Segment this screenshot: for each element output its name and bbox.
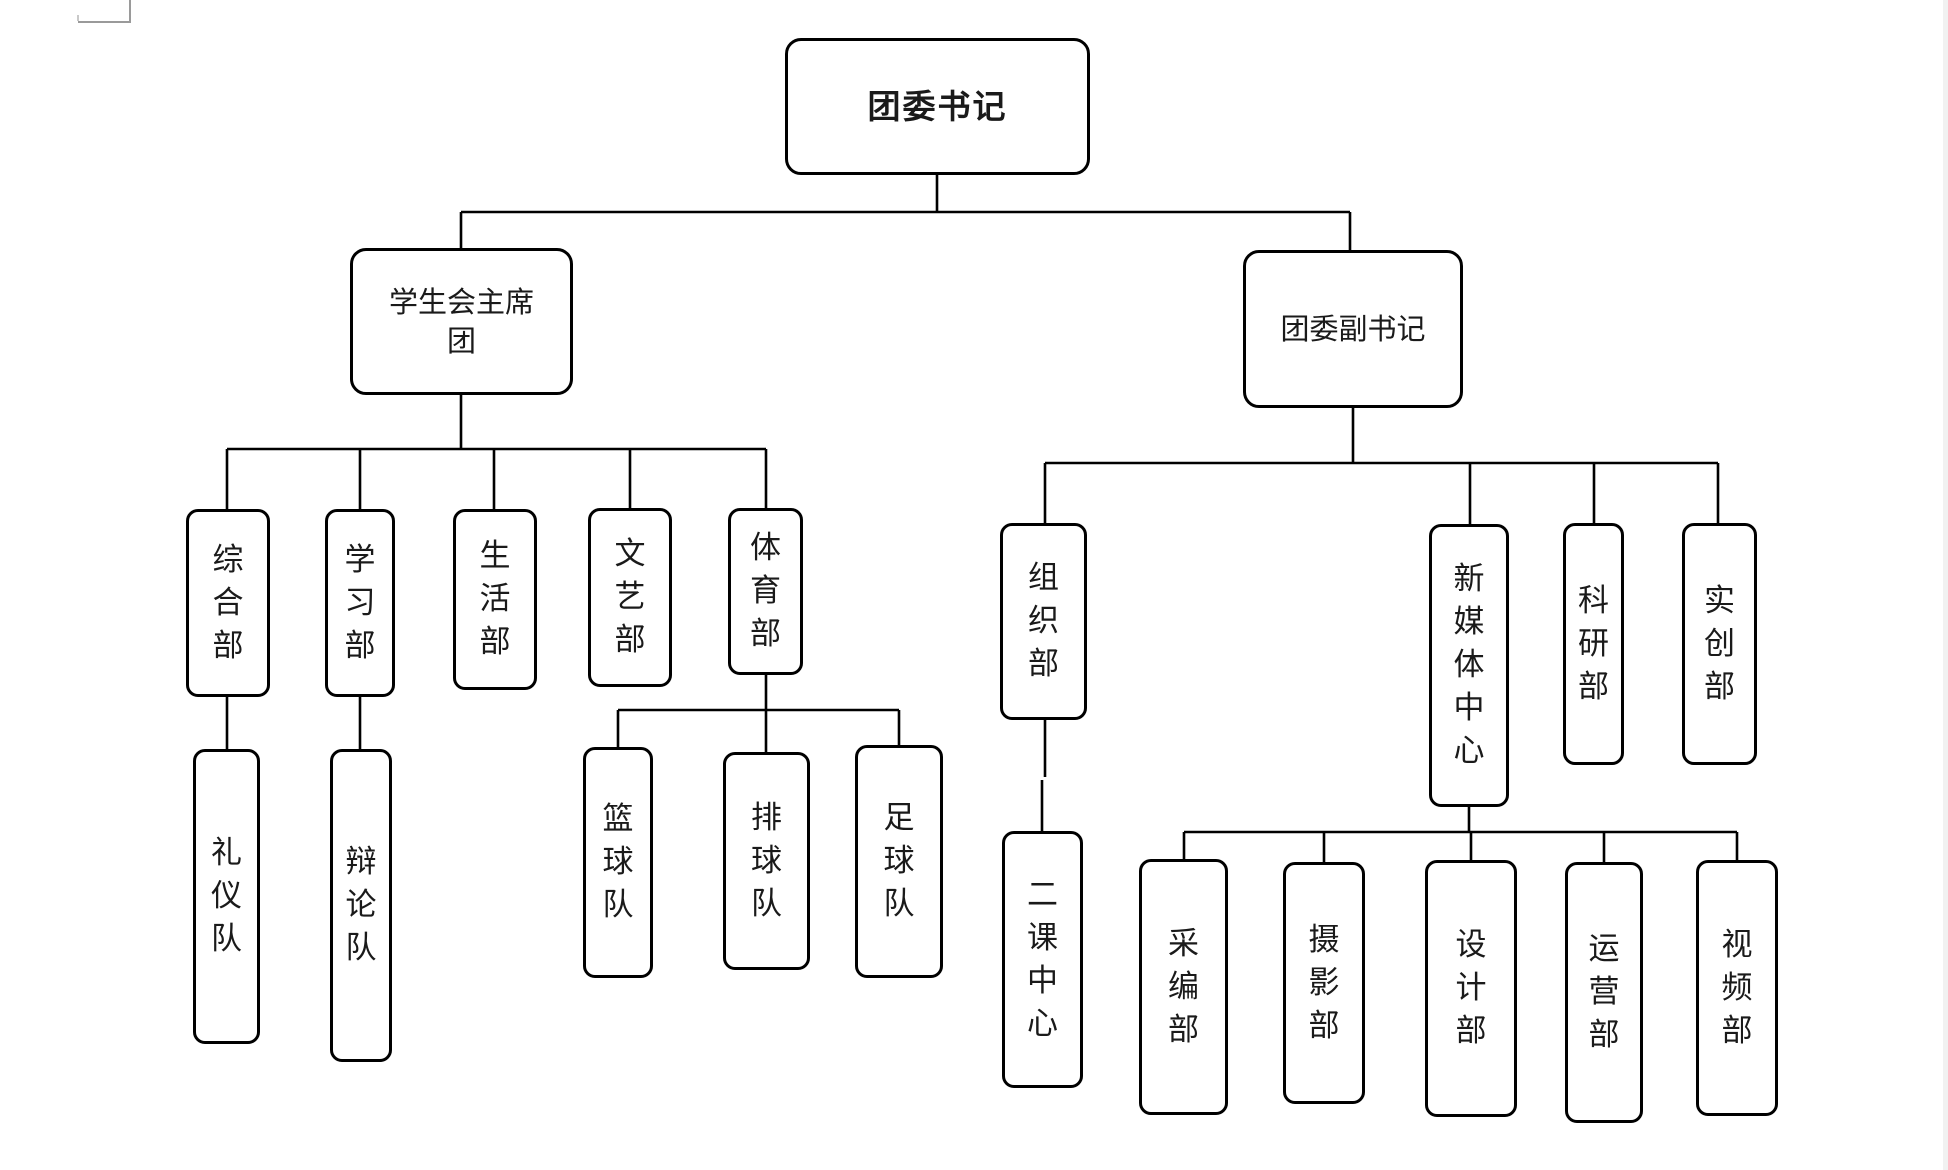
org-node-label: 辩论队 [345,844,377,966]
org-node-label: 摄影部 [1308,921,1340,1044]
org-node-label: 科研部 [1577,582,1609,705]
org-node-second-class-center[interactable]: 二课中心 [1002,831,1083,1088]
page-corner-artifact [78,0,131,23]
org-node-label: 学生会主席团 [388,284,534,358]
org-node-study-dept[interactable]: 学习部 [325,509,395,697]
org-node-operations-dept[interactable]: 运营部 [1565,862,1643,1123]
org-node-label: 综合部 [212,541,244,664]
org-node-deputy-secretary[interactable]: 团委副书记 [1243,250,1463,408]
org-node-label: 排球队 [750,799,782,922]
org-node-life-dept[interactable]: 生活部 [453,509,537,690]
org-node-volleyball-team[interactable]: 排球队 [723,752,810,970]
page-corner-tick [77,15,79,21]
org-node-label: 视频部 [1721,926,1753,1049]
org-node-label: 团委副书记 [1280,311,1426,346]
org-node-new-media-center[interactable]: 新媒体中心 [1429,524,1509,807]
org-node-label: 二课中心 [1026,876,1058,1042]
org-node-student-union[interactable]: 学生会主席团 [350,248,573,395]
page-edge-shadow [1943,0,1948,1170]
org-node-general-dept[interactable]: 综合部 [186,509,270,697]
org-node-design-dept[interactable]: 设计部 [1425,860,1517,1117]
org-node-football-team[interactable]: 足球队 [855,745,943,978]
org-node-label: 篮球队 [602,801,634,923]
org-node-organization-dept[interactable]: 组织部 [1000,523,1087,720]
org-node-label: 体育部 [749,530,781,652]
org-node-secretary[interactable]: 团委书记 [785,38,1090,175]
org-node-etiquette-team[interactable]: 礼仪队 [193,749,260,1044]
org-node-editing-dept[interactable]: 采编部 [1139,859,1228,1115]
org-node-label: 足球队 [883,800,915,922]
org-node-label: 生活部 [479,538,511,660]
org-node-label: 礼仪队 [210,835,242,957]
org-node-label: 学习部 [344,541,376,664]
org-node-label: 团委书记 [867,87,1008,126]
org-node-basketball-team[interactable]: 篮球队 [583,747,653,978]
org-node-label: 采编部 [1167,925,1199,1048]
org-node-arts-dept[interactable]: 文艺部 [588,508,672,687]
org-node-label: 实创部 [1703,582,1735,705]
org-node-label: 运营部 [1588,931,1620,1053]
org-node-video-dept[interactable]: 视频部 [1696,860,1778,1116]
org-node-label: 组织部 [1027,560,1059,682]
org-node-innovation-dept[interactable]: 实创部 [1682,523,1757,765]
org-node-label: 设计部 [1455,927,1487,1049]
org-node-research-dept[interactable]: 科研部 [1563,523,1624,765]
org-node-sports-dept[interactable]: 体育部 [728,508,803,675]
org-node-debate-team[interactable]: 辩论队 [330,749,392,1062]
org-node-label: 文艺部 [614,536,646,658]
org-node-label: 新媒体中心 [1453,561,1485,769]
org-node-photography-dept[interactable]: 摄影部 [1283,862,1365,1104]
